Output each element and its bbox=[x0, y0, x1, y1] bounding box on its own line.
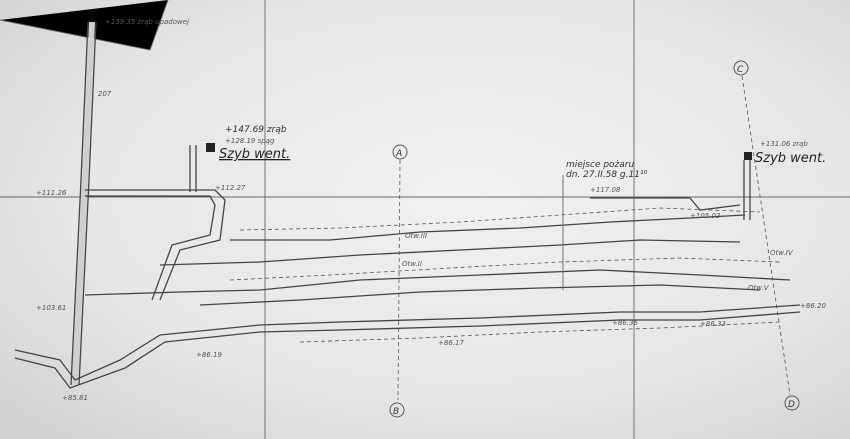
elevation-label: +86.20 bbox=[800, 302, 826, 310]
section-line-ab bbox=[397, 159, 401, 401]
elevation-label: +111.26 bbox=[36, 189, 67, 197]
shaft1-floor-label: +128.19 spąg bbox=[225, 137, 275, 145]
fire-date-label: dn. 27.II.58 g.11¹⁰ bbox=[566, 170, 648, 180]
drift bbox=[85, 195, 216, 301]
incline-drift-edge bbox=[78, 21, 97, 386]
point-label: 207 bbox=[98, 90, 112, 98]
shaft2-collar-label: +131.06 zrąb bbox=[760, 140, 808, 148]
svg-text:D: D bbox=[788, 400, 795, 410]
drift bbox=[230, 214, 746, 241]
old-working bbox=[239, 207, 761, 231]
borehole-label: Otw.II bbox=[402, 260, 422, 268]
drift bbox=[590, 197, 741, 211]
svg-text:A: A bbox=[395, 149, 402, 159]
elevation-label: +105.02 bbox=[690, 212, 721, 220]
incline-drift-edge bbox=[70, 21, 89, 386]
marker-c: C bbox=[733, 60, 749, 76]
marker-d: D bbox=[784, 395, 800, 411]
borehole-label: Otw.III bbox=[405, 232, 427, 240]
drift bbox=[84, 269, 791, 296]
fire-location-label: miejsce pożaru bbox=[566, 160, 634, 170]
marker-b: B bbox=[389, 402, 405, 418]
shaft2-name: Szyb went. bbox=[755, 151, 826, 166]
marker-a: A bbox=[392, 144, 408, 160]
drift bbox=[159, 239, 741, 266]
elevation-label: +86.33 bbox=[700, 320, 726, 328]
elevation-label: +86.19 bbox=[196, 351, 222, 359]
elevation-label: +117.08 bbox=[590, 186, 621, 194]
elevation-label: +86.36 bbox=[612, 319, 638, 327]
drift bbox=[85, 189, 226, 301]
elevation-label: +85.81 bbox=[62, 394, 88, 402]
svg-text:B: B bbox=[393, 407, 399, 417]
svg-text:C: C bbox=[737, 65, 744, 75]
elevation-label: +112.27 bbox=[215, 184, 246, 192]
shaft-icon bbox=[206, 143, 215, 152]
drift bbox=[199, 284, 761, 306]
elevation-label: +103.61 bbox=[36, 304, 66, 312]
boundary-line bbox=[0, 0, 169, 51]
shaft-icon bbox=[744, 152, 752, 160]
section-line-cd bbox=[741, 75, 791, 396]
elevation-label: +86.17 bbox=[438, 339, 464, 347]
incline-head-label: +159.35 zrąb upadowej bbox=[105, 18, 189, 26]
incline-drift bbox=[72, 21, 95, 386]
shaft1-name: Szyb went. bbox=[219, 147, 290, 162]
lower-drift bbox=[14, 311, 801, 389]
old-working bbox=[229, 257, 781, 281]
old-working bbox=[299, 321, 781, 343]
shaft1-collar-label: +147.69 zrąb bbox=[225, 125, 287, 135]
lower-drift bbox=[14, 304, 801, 381]
borehole-label: Otw.V bbox=[748, 284, 770, 292]
borehole-label: Otw.IV bbox=[770, 249, 794, 257]
